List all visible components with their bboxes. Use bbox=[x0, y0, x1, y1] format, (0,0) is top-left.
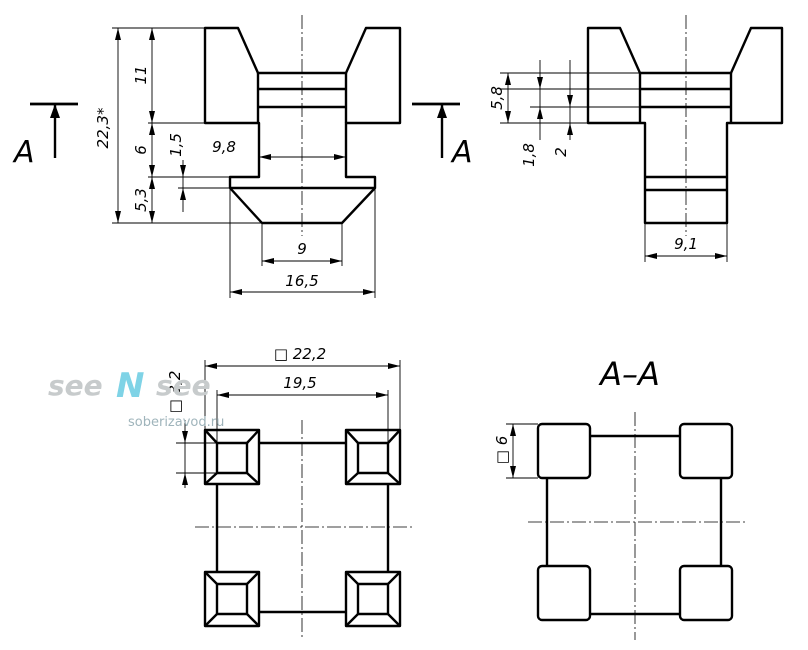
front-view bbox=[203, 15, 402, 236]
dim-base-height: 5,3 bbox=[132, 188, 150, 212]
watermark-brand-right: see bbox=[156, 369, 211, 402]
side-dimensions: 5,8 1,8 2 9,1 bbox=[488, 60, 728, 262]
plan-view bbox=[195, 420, 412, 640]
plan-corner-tr bbox=[344, 428, 402, 486]
dim-gap-b: 2 bbox=[552, 147, 570, 157]
side-view bbox=[586, 15, 784, 236]
plan-dimensions: □ 22,2 19,5 □ 3,2 bbox=[166, 345, 401, 488]
dim-groove: 5,8 bbox=[488, 86, 506, 110]
dim-plan-outer: □ 22,2 bbox=[274, 345, 326, 363]
dim-neck-height: 6 bbox=[132, 145, 150, 155]
dim-gap-a: 1,8 bbox=[520, 143, 538, 167]
dim-flange-width: 16,5 bbox=[285, 272, 318, 290]
section-view bbox=[528, 412, 745, 640]
watermark-brand-mid: N bbox=[116, 366, 144, 406]
dim-step: 1,5 bbox=[167, 133, 185, 157]
front-view-outline bbox=[203, 26, 402, 225]
dim-total-height: 22,3* bbox=[94, 107, 112, 148]
dim-bottom-width: 9 bbox=[297, 240, 307, 258]
dim-neck-width: 9,8 bbox=[212, 138, 236, 156]
plan-corner-tl bbox=[203, 428, 261, 486]
section-title: A–A bbox=[598, 355, 660, 393]
dim-side-width: 9,1 bbox=[674, 235, 698, 253]
section-dimensions: □ 6 bbox=[493, 423, 538, 479]
watermark-logo: see N see soberizavod.ru bbox=[48, 366, 224, 430]
dim-section-square: □ 6 bbox=[493, 436, 511, 464]
watermark-brand-left: see bbox=[48, 369, 103, 402]
section-block-tl bbox=[536, 422, 592, 480]
dim-plan-inner: 19,5 bbox=[283, 374, 316, 392]
section-marker-letter-left: A bbox=[12, 135, 35, 170]
section-block-bl bbox=[536, 564, 592, 622]
section-marker-left: A bbox=[12, 102, 78, 170]
section-marker-right: A bbox=[412, 102, 473, 170]
front-dimensions: 22,3* 11 6 5,3 1,5 9,8 9 16,5 bbox=[94, 27, 376, 298]
dim-top-height: 11 bbox=[132, 65, 150, 84]
plan-corner-bl bbox=[203, 570, 261, 628]
section-block-br bbox=[678, 564, 734, 622]
watermark-site: soberizavod.ru bbox=[128, 415, 224, 430]
side-view-outline bbox=[586, 26, 784, 225]
dim-plan-corner: □ 3,2 bbox=[166, 371, 184, 414]
section-marker-letter-right: A bbox=[450, 135, 473, 170]
plan-corner-br bbox=[344, 570, 402, 628]
section-block-tr bbox=[678, 422, 734, 480]
